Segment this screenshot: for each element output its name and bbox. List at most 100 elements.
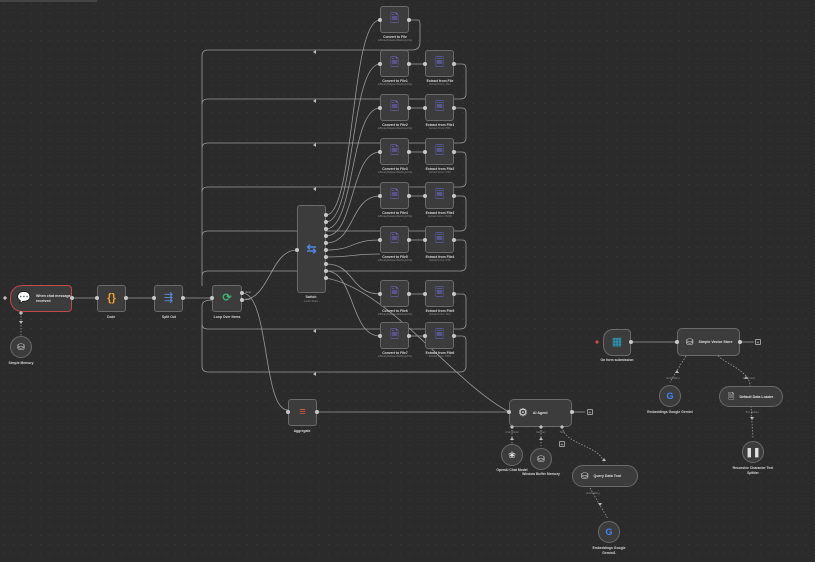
extract-from-file5-node[interactable]: 🗏	[425, 280, 454, 307]
switch-output-port[interactable]	[324, 241, 328, 245]
convert-input-port[interactable]	[378, 62, 382, 66]
simple-vector-store-node[interactable]: ⛁ Simple Vector Store	[677, 328, 740, 356]
convert-input-port[interactable]	[378, 18, 382, 22]
extract-from-file-node[interactable]: 🗏	[425, 50, 454, 77]
extract-input-port[interactable]	[423, 106, 427, 110]
ai-agent-add-button[interactable]: +	[587, 409, 593, 416]
convert-input-port[interactable]	[378, 150, 382, 154]
convert-input-port[interactable]	[378, 238, 382, 242]
extract-output-port[interactable]	[452, 106, 456, 110]
chat-trigger-node[interactable]: 💬 When chat message received	[10, 285, 72, 312]
loop-loop-output-port[interactable]	[240, 298, 244, 302]
extract-input-port[interactable]	[423, 194, 427, 198]
code-braces-icon: {}	[107, 292, 116, 304]
split-out-node[interactable]: ⇶	[154, 285, 183, 312]
extract-input-port[interactable]	[423, 62, 427, 66]
loop-done-output-port[interactable]	[240, 291, 244, 295]
convert-output-port[interactable]	[407, 334, 411, 338]
convert-to-file2-node[interactable]: 🗎	[380, 94, 409, 121]
ai-agent-node[interactable]: ⚙ AI Agent	[509, 399, 572, 427]
window-buffer-memory-node[interactable]: ⛁	[530, 448, 552, 470]
chat-trigger-output-port[interactable]	[70, 296, 74, 300]
embeddings-gemini-node[interactable]: G	[659, 385, 681, 407]
extract-input-port[interactable]	[423, 150, 427, 154]
switch-output-port[interactable]	[324, 227, 328, 231]
extract-from-file4-node[interactable]: 🗏	[425, 226, 454, 253]
extract-from-file2-node[interactable]: 🗏	[425, 138, 454, 165]
switch-output-port[interactable]	[324, 262, 328, 266]
recursive-text-splitter-node[interactable]: ❚❚	[742, 441, 764, 463]
embeddings-gemini1-node[interactable]: G	[598, 521, 620, 543]
switch-output-port[interactable]	[324, 234, 328, 238]
embeddings-gemini1-label: Embeddings Google Gemini1	[592, 546, 626, 555]
vector-store-output-port[interactable]	[738, 340, 742, 344]
simple-memory-label: Simple Memory	[8, 361, 34, 365]
aggregate-output-port[interactable]	[315, 410, 319, 414]
switch-input-port[interactable]	[295, 248, 299, 252]
extract-output-port[interactable]	[452, 194, 456, 198]
extract-input-port[interactable]	[423, 238, 427, 242]
convert-output-port[interactable]	[407, 150, 411, 154]
convert-to-file1-node[interactable]: 🗎	[380, 50, 409, 77]
extract-input-port[interactable]	[423, 292, 427, 296]
loop-over-items-node[interactable]: ⟳	[212, 285, 242, 312]
switch-output-port[interactable]	[324, 213, 328, 217]
switch-output-port[interactable]	[324, 255, 328, 259]
file-extract-icon: 🗏	[435, 287, 444, 299]
vector-store-add-button[interactable]: +	[755, 339, 761, 346]
loop-input-port[interactable]	[210, 296, 214, 300]
file-convert-icon: 🗎	[390, 329, 399, 341]
on-form-submission-node[interactable]: ▦	[603, 329, 631, 356]
extract-output-port[interactable]	[452, 150, 456, 154]
convert-to-file-node[interactable]: 🗎	[380, 6, 409, 33]
switch-node[interactable]: ⇆	[297, 205, 326, 293]
convert-output-port[interactable]	[407, 238, 411, 242]
extract-from-file1-node[interactable]: 🗏	[425, 94, 454, 121]
switch-output-port[interactable]	[324, 269, 328, 273]
extract-from-file6-node[interactable]: 🗏	[425, 322, 454, 349]
extract-from-file3-node[interactable]: 🗏	[425, 182, 454, 209]
convert-to-file4-node[interactable]: 🗎	[380, 182, 409, 209]
convert-to-file3-node[interactable]: 🗎	[380, 138, 409, 165]
extract-output-port[interactable]	[452, 334, 456, 338]
query-data-tool-node[interactable]: ⛁ Query Data Tool	[572, 465, 638, 487]
switch-output-port[interactable]	[324, 276, 328, 280]
ai-agent-label: AI Agent	[532, 411, 548, 415]
extract-output-port[interactable]	[452, 292, 456, 296]
extract-input-port[interactable]	[423, 334, 427, 338]
default-data-loader-node[interactable]: 🗎 Default Data Loader	[719, 386, 783, 407]
add-tool-button[interactable]: +	[559, 441, 565, 448]
code-input-port[interactable]	[95, 296, 99, 300]
switch-output-port[interactable]	[324, 220, 328, 224]
aggregate-node[interactable]: ≡	[288, 399, 317, 426]
convert-to-file7-node[interactable]: 🗎	[380, 322, 409, 349]
code-node[interactable]: {}	[97, 285, 126, 312]
split-out-output-port[interactable]	[181, 296, 185, 300]
split-out-input-port[interactable]	[152, 296, 156, 300]
convert-to-file5-node[interactable]: 🗎	[380, 226, 409, 253]
convert-output-port[interactable]	[407, 18, 411, 22]
convert-input-port[interactable]	[378, 292, 382, 296]
convert-output-port[interactable]	[407, 62, 411, 66]
convert-input-port[interactable]	[378, 194, 382, 198]
ai-agent-output-port[interactable]	[570, 410, 574, 414]
switch-output-port[interactable]	[324, 248, 328, 252]
vector-store-input-port[interactable]	[675, 340, 679, 344]
convert-output-port[interactable]	[407, 292, 411, 296]
simple-memory-node[interactable]: ⛁	[10, 336, 32, 358]
convert-input-port[interactable]	[378, 334, 382, 338]
code-output-port[interactable]	[124, 296, 128, 300]
extract-output-port[interactable]	[452, 62, 456, 66]
convert-output-port[interactable]	[407, 106, 411, 110]
convert-output-port[interactable]	[407, 194, 411, 198]
convert-input-port[interactable]	[378, 106, 382, 110]
convert-to-file6-node[interactable]: 🗎	[380, 280, 409, 307]
file-extract-icon: 🗏	[435, 145, 444, 157]
convert-to-file6-sub: toBinaryDataAndSettingsOnly	[377, 313, 413, 316]
ai-agent-input-port[interactable]	[507, 410, 511, 414]
aggregate-input-port[interactable]	[286, 410, 290, 414]
form-output-port[interactable]	[629, 340, 633, 344]
openai-chat-model-node[interactable]: ❀	[501, 444, 523, 466]
extract-output-port[interactable]	[452, 238, 456, 242]
